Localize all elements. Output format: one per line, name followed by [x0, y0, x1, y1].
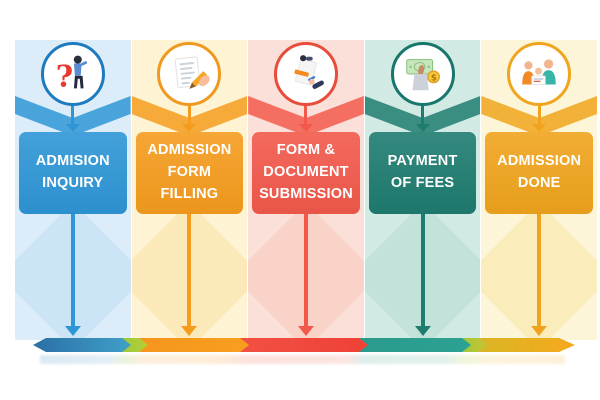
timeline-segment-form-filling	[139, 338, 249, 352]
timeline-segment-done	[479, 338, 575, 352]
step-label-box: ADMISSION DONE	[485, 132, 593, 214]
timeline-segment-submission	[240, 338, 368, 352]
timeline-segment-inquiry	[33, 338, 131, 352]
step-label: ADMISSION DONE	[497, 153, 582, 191]
timeline-segment-transition-2	[462, 338, 488, 352]
form-filling-pencil-icon	[175, 56, 211, 89]
inquiry-person-question-icon: ?	[56, 55, 87, 94]
step-icon-circle	[507, 42, 572, 106]
step-icon-circle: ?	[40, 42, 105, 106]
step-icon-circle	[157, 42, 222, 106]
step-label: FORM & DOCUMENT SUBMISSION	[259, 142, 353, 202]
step-column-form-filling: ADMISSION FORM FILLING	[131, 40, 248, 340]
step-column-admission-done: ADMISSION DONE	[481, 40, 597, 340]
steps-row: ? ADMISION INQUIRY	[15, 40, 597, 340]
payment-money-coin-icon: $	[405, 59, 440, 91]
step-column-document-submission: FORM & DOCUMENT SUBMISSION	[248, 40, 364, 340]
step-label: ADMISION INQUIRY	[35, 153, 110, 191]
document-submission-hands-icon	[294, 55, 324, 89]
timeline-segment-transition-1	[122, 338, 148, 352]
step-label: PAYMENT OF FEES	[387, 153, 458, 191]
step-label-box: ADMISSION FORM FILLING	[135, 132, 244, 214]
timeline-reflection	[40, 355, 565, 364]
step-label-box: PAYMENT OF FEES	[368, 132, 477, 214]
svg-text:$: $	[430, 74, 436, 84]
step-label-box: ADMISION INQUIRY	[19, 132, 127, 214]
timeline-segment-payment	[359, 338, 471, 352]
timeline-bar	[33, 338, 575, 352]
svg-text:?: ?	[56, 59, 73, 94]
step-column-admission-inquiry: ? ADMISION INQUIRY	[15, 40, 131, 340]
step-icon-circle	[273, 42, 338, 106]
step-column-payment-of-fees: $ PAYMENT OF FEES	[364, 40, 481, 340]
step-icon-circle: $	[390, 42, 455, 106]
step-label-box: FORM & DOCUMENT SUBMISSION	[252, 132, 360, 214]
step-label: ADMISSION FORM FILLING	[147, 142, 232, 202]
admission-done-family-icon	[522, 59, 556, 86]
